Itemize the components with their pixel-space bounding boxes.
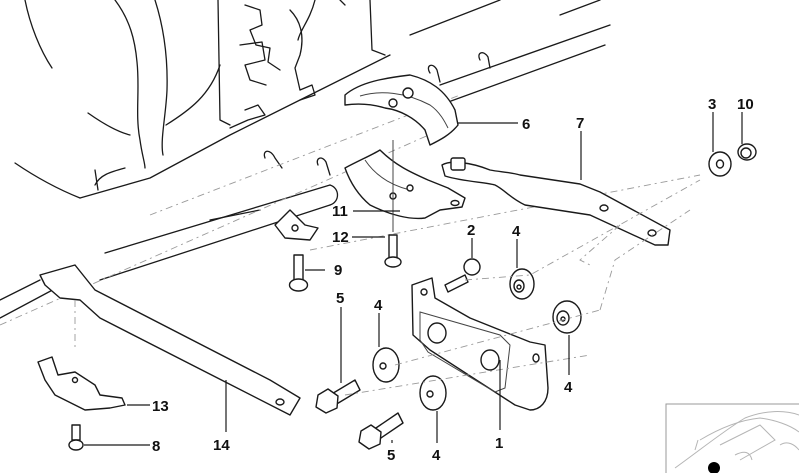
washer-3 <box>708 151 732 177</box>
bolt-12 <box>68 424 84 451</box>
callout-labels: 6 7 3 10 11 12 9 2 4 5 4 4 5 4 1 13 8 14 <box>152 96 754 464</box>
callout-4-right: 4 <box>564 379 573 396</box>
small-bracket <box>274 209 319 241</box>
bolt-8 <box>288 254 309 292</box>
callout-7: 7 <box>576 115 584 132</box>
callout-14: 14 <box>213 437 230 454</box>
callout-4-lower: 4 <box>432 447 441 464</box>
callout-9: 6 <box>522 116 530 133</box>
callout-6: 10 <box>737 96 754 113</box>
callout-1: 1 <box>495 435 503 452</box>
lower-clamp-10 <box>344 149 466 220</box>
callout-13: 13 <box>152 398 169 415</box>
leader-lines <box>84 112 743 446</box>
rubber-mounts-4 <box>372 268 582 411</box>
callout-3: 3 <box>708 96 716 113</box>
exhaust-pipes <box>0 0 701 326</box>
callout-12: 8 <box>152 438 160 455</box>
support-bracket-7 <box>441 157 671 246</box>
assembly-guide-lines <box>344 179 701 396</box>
location-marker-icon <box>708 462 720 473</box>
hex-bolt-2 <box>444 258 481 293</box>
hex-bolts-5 <box>315 379 404 450</box>
callout-4-upper: 4 <box>512 223 521 240</box>
callout-8: 9 <box>334 262 342 279</box>
callout-10: 11 <box>332 203 348 220</box>
cross-brace-14 <box>39 264 301 416</box>
bolt-11 <box>384 140 402 268</box>
callout-4-left: 4 <box>374 297 383 314</box>
upper-clamp-9 <box>344 74 459 146</box>
callout-2: 2 <box>467 222 475 239</box>
callout-5-lower: 5 <box>387 447 395 464</box>
clamp-strap-13 <box>37 356 126 411</box>
vehicle-location-thumbnail[interactable] <box>665 403 799 473</box>
transmission-housing <box>14 0 391 199</box>
callout-11: 12 <box>332 229 349 246</box>
callout-5-upper: 5 <box>336 290 344 307</box>
nut-6 <box>737 143 757 161</box>
